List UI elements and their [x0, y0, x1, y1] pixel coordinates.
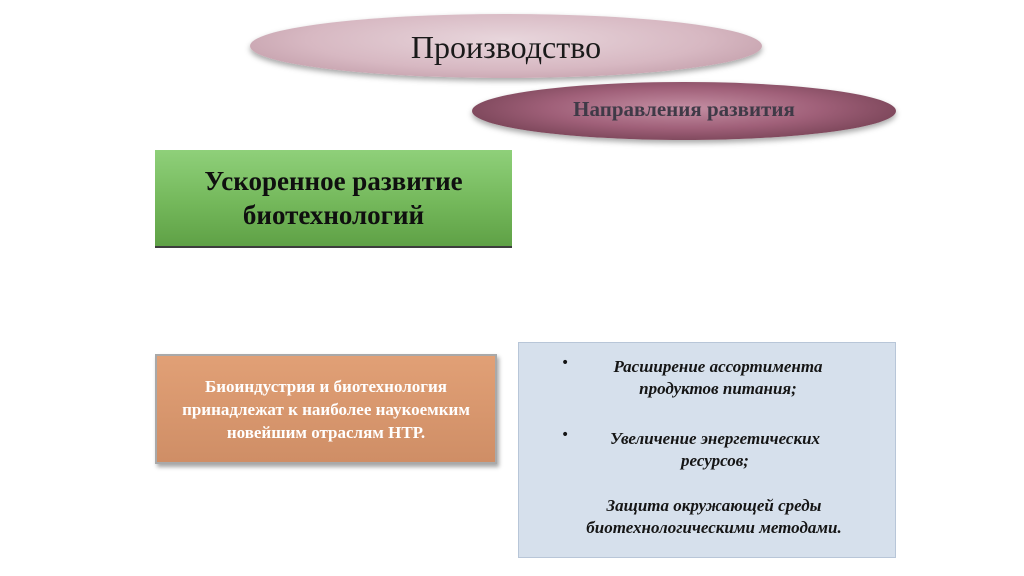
direction-item-food: Расширение ассортимента продуктов питани…: [613, 357, 823, 398]
title-ellipse: Производство: [250, 14, 762, 78]
green-box-line1: Ускоренное развитие: [204, 166, 463, 196]
bullet-icon: •: [561, 355, 570, 371]
subtitle-ellipse: Направления развития: [472, 82, 896, 140]
direction-item-energy: Увеличение энергетических ресурсов;: [609, 429, 821, 470]
bioindustry-text: Биоиндустрия и биотехнология принадлежат…: [182, 376, 470, 442]
accelerated-development-text: Ускоренное развитие биотехнологий: [204, 164, 462, 232]
accelerated-development-box: Ускоренное развитие биотехнологий: [155, 150, 512, 248]
slide-title: Производство: [410, 28, 602, 65]
slide-subtitle: Направления развития: [573, 96, 795, 121]
directions-list-box: • Расширение ассортимента продуктов пита…: [518, 342, 896, 558]
bioindustry-box: Биоиндустрия и биотехнология принадлежат…: [155, 354, 497, 464]
bullet-icon: •: [561, 427, 570, 443]
direction-item-environment: Защита окружающей среды биотехнологическ…: [586, 496, 842, 537]
green-box-line2: биотехнологий: [242, 200, 425, 230]
